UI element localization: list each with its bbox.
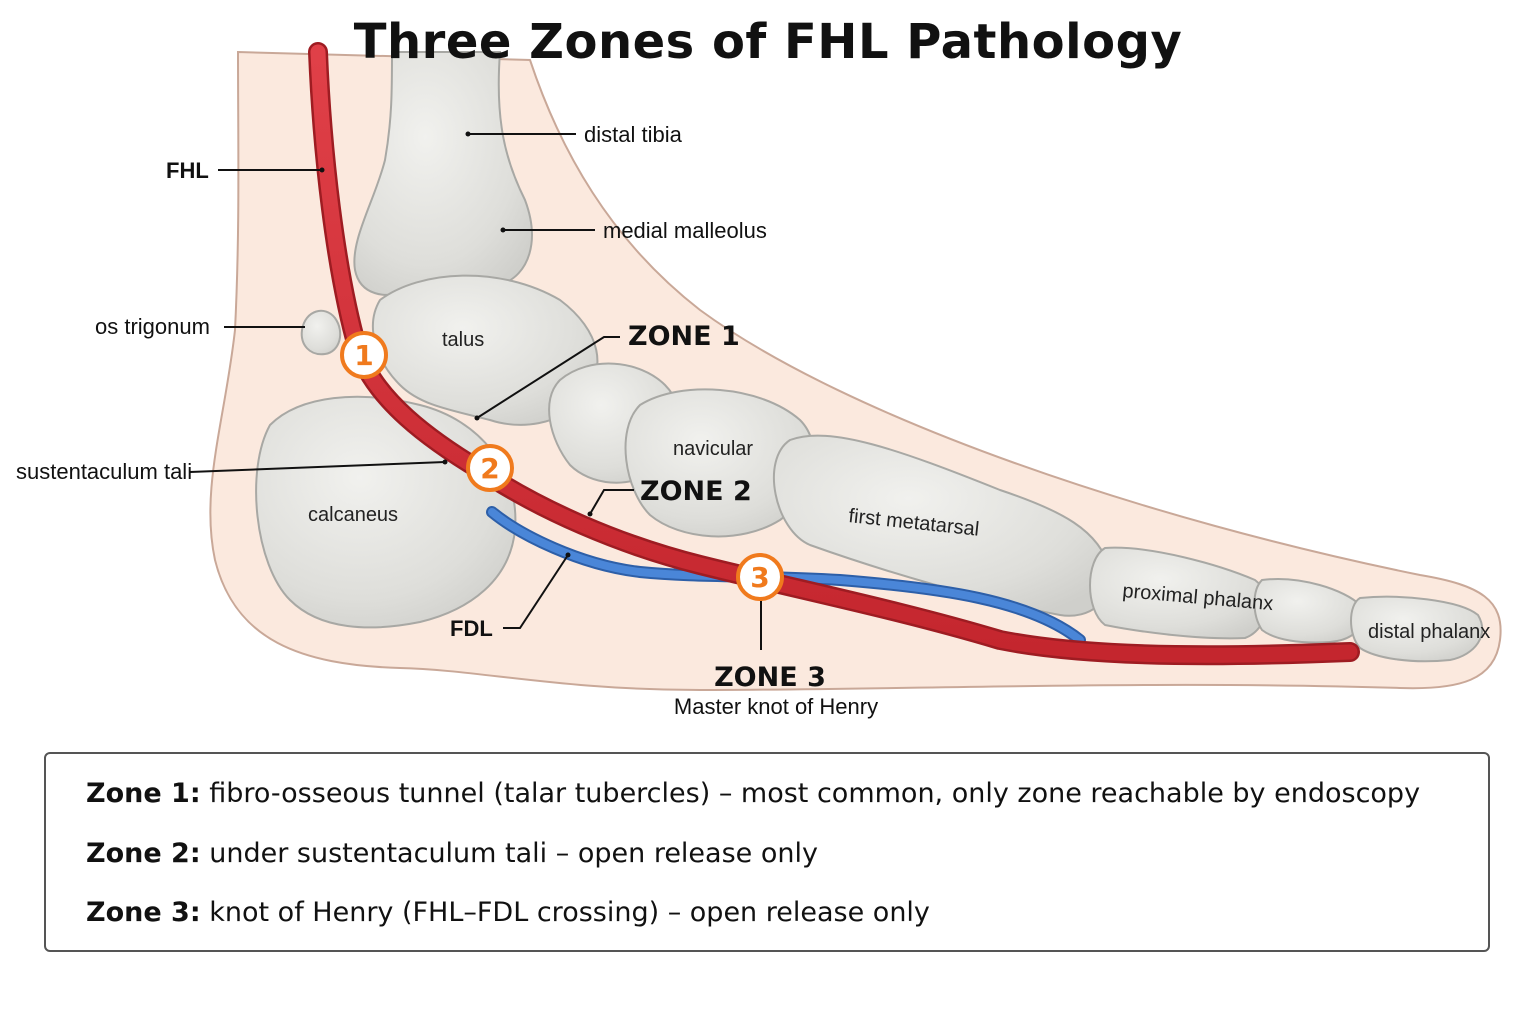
distal-tibia-label: distal tibia <box>584 122 683 147</box>
fdl-leader <box>503 554 569 629</box>
legend-text: fibro-osseous tunnel (talar tubercles) –… <box>209 778 1421 809</box>
sustentaculum-label: sustentaculum tali <box>16 459 192 484</box>
medial-malleolus-label: medial malleolus <box>603 218 767 243</box>
legend-key: Zone 3: <box>86 897 201 928</box>
zone2-leader <box>589 489 634 515</box>
proximal-phalanx-bone <box>1089 546 1268 640</box>
page-title: Three Zones of FHL Pathology <box>353 14 1183 70</box>
legend-text: knot of Henry (FHL–FDL crossing) – open … <box>209 897 930 928</box>
svg-text:1: 1 <box>354 339 373 372</box>
foot-diagram: 1 2 3 FHL os trigonum sustentaculum tali… <box>16 42 1502 719</box>
svg-text:3: 3 <box>750 561 769 594</box>
zone-legend-box: Zone 1: fibro-osseous tunnel (talar tube… <box>44 752 1490 952</box>
sustentaculum-leader <box>189 461 446 473</box>
fhl-label: FHL <box>166 158 209 183</box>
zone-2-marker: 2 <box>466 444 514 492</box>
talus-label: talus <box>442 329 484 351</box>
foot-skin-silhouette <box>209 50 1502 692</box>
os-trigonum-label: os trigonum <box>95 314 210 339</box>
zone-1-marker: 1 <box>340 331 388 379</box>
distal-phalanx-bone <box>1350 595 1484 663</box>
os-trigonum-bone <box>300 309 342 356</box>
navicular-label: navicular <box>673 438 753 460</box>
fdl-label: FDL <box>450 616 493 641</box>
distal-phalanx-label: distal phalanx <box>1368 621 1490 643</box>
legend-row-zone-2: Zone 2: under sustentaculum tali – open … <box>86 838 818 869</box>
legend-text: under sustentaculum tali – open release … <box>209 838 818 869</box>
zone-3-marker: 3 <box>736 553 784 601</box>
zone-1-label: ZONE 1 <box>628 321 740 352</box>
first-metatarsal-bone <box>772 434 1112 617</box>
legend-key: Zone 1: <box>86 778 201 809</box>
zone-3-label: ZONE 3 <box>714 662 826 693</box>
middle-phalanx-bone <box>1253 578 1364 644</box>
legend-row-zone-1: Zone 1: fibro-osseous tunnel (talar tube… <box>86 778 1420 809</box>
zone-3-subtitle: Master knot of Henry <box>674 694 878 719</box>
svg-text:2: 2 <box>480 452 499 485</box>
zone1-leader <box>476 336 620 419</box>
legend-row-zone-3: Zone 3: knot of Henry (FHL–FDL crossing)… <box>86 897 930 928</box>
zone-2-label: ZONE 2 <box>640 476 752 507</box>
legend-key: Zone 2: <box>86 838 201 869</box>
calcaneus-label: calcaneus <box>308 504 398 526</box>
